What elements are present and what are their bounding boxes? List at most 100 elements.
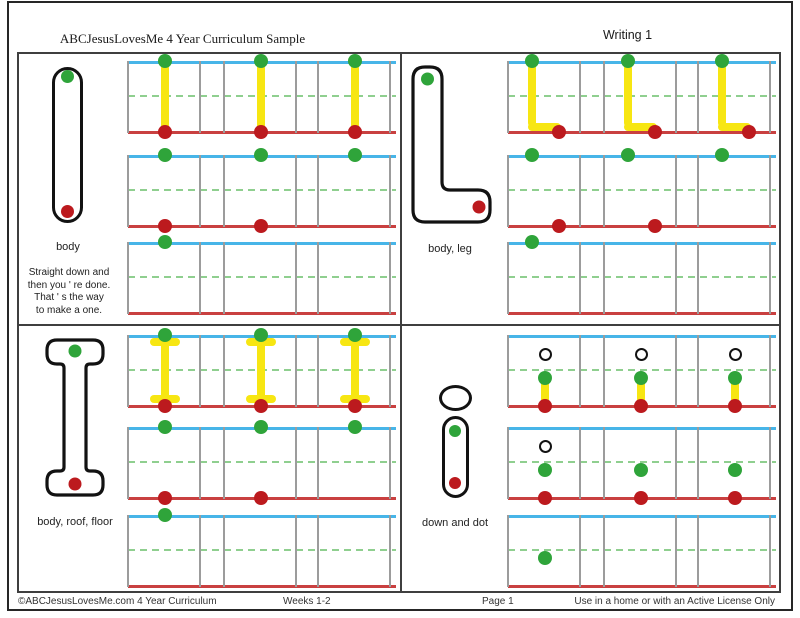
practice-cell [603,515,677,587]
practice-cell [507,235,581,314]
end-dot [254,491,268,505]
end-dot [552,219,566,233]
practice-cell [507,515,581,587]
end-dot [742,125,756,139]
footer-copyright: ©ABCJesusLovesMe.com 4 Year Curriculum [18,596,217,607]
trace-stroke [257,64,265,130]
end-dot [158,399,172,413]
guide-mid-line [128,276,396,278]
figure-end-dot [449,477,461,489]
practice-row [507,515,776,588]
guide-mid-line [508,189,776,191]
letter-L-outline [411,65,492,224]
practice-cell [507,148,581,233]
figure-end-dot [472,200,486,214]
practice-cell [697,427,771,505]
start-dot [254,328,268,342]
start-dot [728,463,742,477]
practice-cell [697,335,771,413]
vertical-divider [400,54,402,591]
guide-mid-line [508,276,776,278]
start-dot [348,54,362,68]
guide-bottom-line [128,585,396,588]
start-dot [634,371,648,385]
practice-cell [127,235,201,314]
trace-stroke [161,64,169,130]
end-dot [634,491,648,505]
instruction-line: to make a one. [35,304,103,316]
trace-stroke [246,338,276,346]
practice-cell [317,328,391,413]
trace-stroke [624,123,657,131]
practice-row [127,235,396,315]
practice-cell [223,328,297,413]
practice-row [127,420,396,505]
practice-row [507,148,776,233]
practice-cell [223,148,297,233]
practice-cell [127,54,201,139]
end-dot [728,399,742,413]
page-subtitle: Writing 1 [602,28,653,42]
start-dot [728,371,742,385]
end-dot [254,399,268,413]
start-dot [158,148,172,162]
instruction-line: then you ' re done. [27,279,111,291]
guide-top-line [508,242,776,245]
letter-i-dot-outline [439,385,472,411]
guide-mid-line [508,549,776,551]
guide-mid-line [128,549,396,551]
horizontal-divider [19,324,779,326]
guide-mid-line [508,95,776,97]
quadrant-grid [17,52,781,593]
stroke-label: body [56,241,80,253]
footer-weeks: Weeks 1-2 [283,596,331,607]
trace-stroke [257,338,265,404]
trace-stroke [541,380,549,406]
trace-stroke [731,380,739,406]
i-dot-circle [538,439,552,453]
practice-cell [223,515,297,587]
end-dot [158,125,172,139]
guide-top-line [508,515,776,518]
practice-row [127,328,396,413]
practice-row [507,54,776,139]
guide-bottom-line [508,131,776,134]
figure-end-dot [61,205,74,218]
practice-cell [317,242,391,314]
instruction-line: That ' s the way [34,292,104,303]
trace-stroke [718,64,726,127]
practice-cell [507,54,581,139]
end-dot [158,219,172,233]
practice-cell [317,420,391,499]
figure-start-dot [68,344,82,358]
instruction-line: Straight down and [28,267,110,278]
guide-bottom-line [508,585,776,588]
trace-stroke [624,64,632,127]
trace-stroke [528,123,561,131]
trace-stroke [637,380,645,406]
start-dot [525,54,539,68]
start-dot [348,328,362,342]
practice-cell [127,508,201,587]
start-dot [715,54,729,68]
start-dot [348,148,362,162]
end-dot [158,491,172,505]
letter-one-outline [52,67,83,223]
start-dot [621,148,635,162]
start-dot [525,235,539,249]
end-dot [254,219,268,233]
guide-bottom-line [508,312,776,315]
practice-cell [317,148,391,227]
practice-cell [223,242,297,314]
start-dot [634,463,648,477]
practice-cell [223,420,297,505]
start-dot [158,328,172,342]
guide-mid-line [128,189,396,191]
i-dot-circle [634,347,648,361]
practice-cell [697,148,771,227]
figure-start-dot [421,72,434,86]
practice-row [127,54,396,139]
start-dot [254,54,268,68]
